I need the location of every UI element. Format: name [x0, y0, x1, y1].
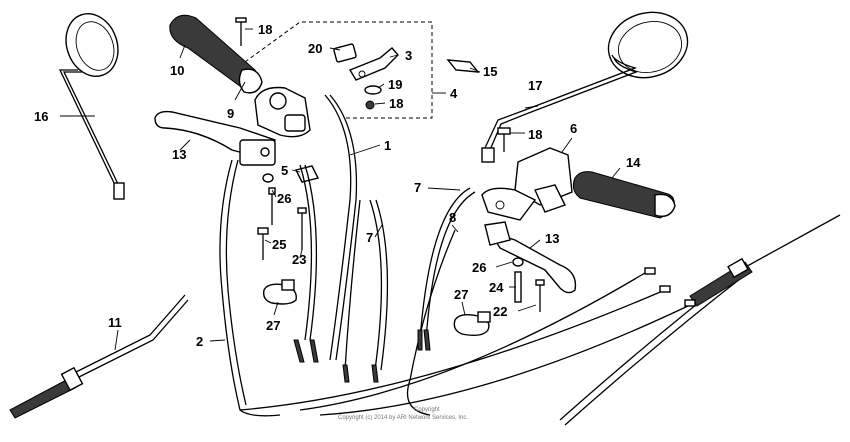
callout-1: 1 — [384, 138, 391, 153]
callout-26-left: 26 — [277, 191, 291, 206]
copyright-line: Copyright (c) 2014 by ARI Network Servic… — [338, 415, 468, 421]
callout-13: 13 — [172, 147, 186, 162]
callout-26-right: 26 — [472, 260, 486, 275]
copyright-title: Copyright — [414, 407, 440, 413]
rubber-strip — [446, 59, 480, 73]
callout-14: 13 — [545, 231, 559, 246]
callout-22: 22 — [493, 304, 507, 319]
callout-9: 11 — [108, 315, 122, 330]
callout-24: 24 — [489, 280, 504, 295]
cable-clamp-left — [262, 279, 297, 305]
callout-8: 8 — [449, 210, 456, 225]
callout-6: 6 — [570, 121, 577, 136]
callout-2: 2 — [196, 334, 203, 349]
left-grip — [169, 14, 263, 94]
clutch-lever — [154, 110, 276, 166]
callout-11: 10 — [170, 63, 184, 78]
bolts-left — [257, 173, 307, 260]
callout-25: 25 — [272, 237, 286, 252]
callout-23: 23 — [292, 252, 306, 267]
brake-lever — [484, 221, 577, 294]
callout-17: 17 — [528, 78, 542, 93]
screw-top-left — [235, 17, 247, 46]
callout-10: 9 — [227, 106, 234, 121]
callout-labels: 18 10 9 20 3 19 18 4 15 16 13 1 5 26 25 … — [34, 22, 641, 349]
right-grip — [572, 171, 676, 219]
callout-19: 18 — [389, 96, 403, 111]
callout-7-right: 7 — [414, 180, 421, 195]
callout-12: 14 — [626, 155, 641, 170]
callout-3: 3 — [405, 48, 412, 63]
cables — [9, 94, 841, 426]
leader-lines — [60, 28, 621, 351]
throttle-housing — [481, 147, 573, 221]
callout-20: 19 — [388, 77, 402, 92]
callout-16: 16 — [34, 109, 48, 124]
right-mirror — [481, 11, 689, 163]
screw-right — [497, 127, 511, 152]
callout-27-right: 27 — [454, 287, 468, 302]
left-switch-housing — [254, 86, 311, 138]
callout-27-left: 27 — [266, 318, 280, 333]
left-mirror — [58, 13, 125, 200]
callout-4: 4 — [450, 86, 458, 101]
callout-18-top: 18 — [258, 22, 272, 37]
callout-5: 5 — [281, 163, 288, 178]
callout-21: 20 — [308, 41, 322, 56]
detail-box — [244, 21, 433, 119]
callout-15: 15 — [483, 64, 497, 79]
callout-7-middle: 7 — [366, 230, 373, 245]
callout-18-right: 18 — [528, 127, 542, 142]
cable-clamp-right — [453, 311, 491, 337]
